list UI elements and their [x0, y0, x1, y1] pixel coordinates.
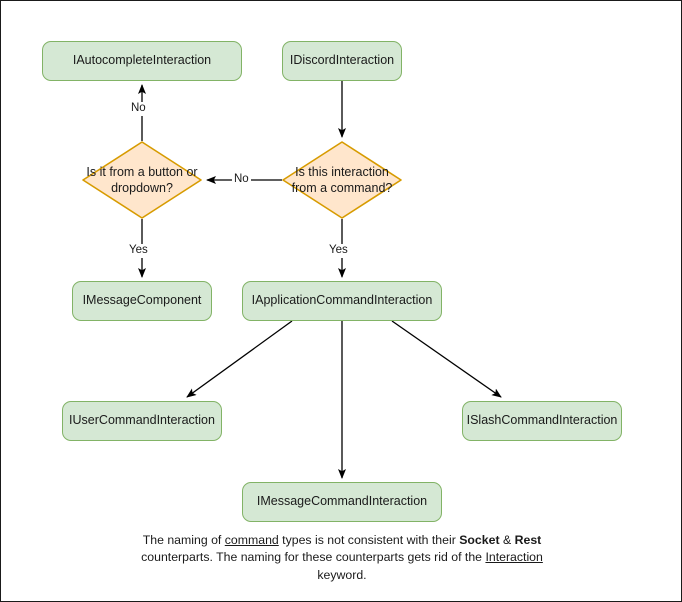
node-discord-interaction[interactable]: IDiscordInteraction [282, 41, 402, 81]
caption-rest-keyword: Rest [514, 533, 542, 547]
node-message-command-interaction[interactable]: IMessageCommandInteraction [242, 482, 442, 522]
node-user-command-interaction[interactable]: IUserCommandInteraction [62, 401, 222, 441]
caption-interaction-keyword: Interaction [485, 550, 543, 565]
edge-label-no-to-decision-button: No [232, 173, 251, 187]
node-application-command-interaction[interactable]: IApplicationCommandInteraction [242, 281, 442, 321]
node-slash-command-interaction[interactable]: ISlashCommandInteraction [462, 401, 622, 441]
node-message-component[interactable]: IMessageComponent [72, 281, 212, 321]
node-autocomplete-interaction[interactable]: IAutocompleteInteraction [42, 41, 242, 81]
caption-command-keyword: command [224, 533, 279, 547]
node-label: IAutocompleteInteraction [72, 53, 212, 68]
node-label: IUserCommandInteraction [69, 413, 215, 428]
edge-appcommand-to-usercommand [186, 320, 293, 398]
edge-label-no-to-autocomplete: No [129, 102, 148, 116]
caption-ampersand: & [499, 533, 515, 547]
node-decision-button-or-dropdown[interactable]: Is it from a button or dropdown? [82, 141, 202, 219]
edge-appcommand-to-slashcommand [391, 320, 502, 398]
node-label: IDiscordInteraction [289, 53, 395, 68]
edge-label-yes-to-message-component: Yes [127, 244, 150, 258]
diamond-shape [82, 141, 202, 219]
diamond-shape [282, 141, 402, 219]
caption-line1-part2: types is not consistent with their [278, 533, 456, 547]
node-label: IApplicationCommandInteraction [251, 293, 433, 308]
node-label: IMessageComponent [82, 293, 202, 308]
node-label: IMessageCommandInteraction [256, 494, 428, 509]
caption-line3-part1: counterparts gets rid of the [335, 550, 486, 565]
caption-line1-part1: The naming of [142, 533, 225, 547]
caption-line3-part2: keyword. [317, 567, 367, 582]
caption-line2-rest: counterparts. The naming for these [141, 550, 333, 565]
node-label: Is it from a button or dropdown? [86, 165, 198, 195]
node-label: ISlashCommandInteraction [466, 413, 618, 428]
caption-socket-keyword: Socket [459, 533, 500, 547]
diagram-caption: The naming of command types is not consi… [122, 532, 562, 584]
edge-label-yes-to-application-command: Yes [327, 244, 350, 258]
node-decision-from-command[interactable]: Is this interaction from a command? [282, 141, 402, 219]
node-label: Is this interaction from a command? [291, 165, 393, 195]
